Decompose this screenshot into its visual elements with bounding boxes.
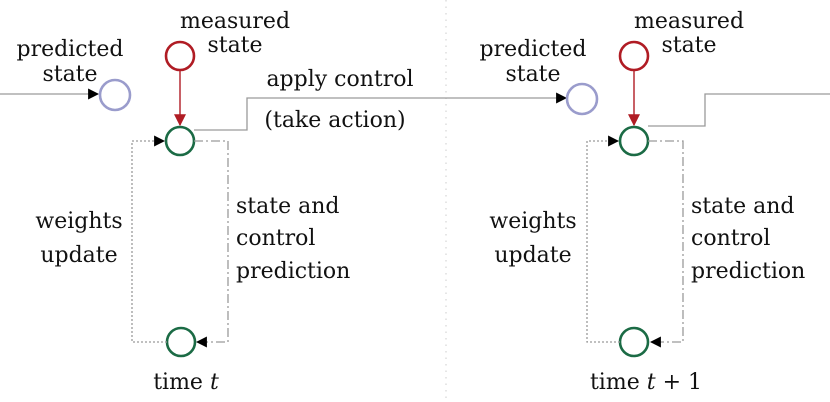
measured-state-label-2: state — [207, 33, 262, 58]
time-label: time t + 1 — [590, 370, 702, 395]
prediction-loop — [648, 140, 684, 348]
measured-state-label-1: measured — [180, 9, 290, 34]
prediction-label-3: prediction — [236, 259, 350, 284]
prediction-label-1: state and — [691, 194, 794, 219]
predicted-state-node — [98, 78, 132, 112]
weights-update-label-1: weights — [35, 209, 122, 234]
timestep-block-2: predicted state measured state weights u… — [479, 9, 830, 395]
predicted-state-node — [565, 82, 599, 116]
current-state-node — [164, 125, 196, 157]
measured-state-label-1: measured — [634, 9, 744, 34]
outgoing-control-line — [648, 93, 830, 127]
prediction-label-2: control — [691, 226, 770, 251]
measured-state-label-2: state — [661, 33, 716, 58]
weights-update-label-1: weights — [489, 209, 576, 234]
weights-update-loop — [586, 135, 620, 343]
weights-update-label-2: update — [40, 243, 117, 268]
prediction-loop — [194, 140, 229, 348]
prediction-label-3: prediction — [691, 259, 805, 284]
timestep-block-1: predicted state measured state weights u… — [0, 9, 568, 395]
measured-state-node — [164, 40, 196, 72]
weights-update-loop — [131, 135, 167, 343]
future-state-node — [165, 326, 197, 358]
predicted-state-label-2: state — [505, 62, 560, 87]
weights-update-label-2: update — [494, 243, 571, 268]
take-action-label: (take action) — [264, 108, 405, 133]
apply-control-line — [194, 92, 568, 131]
apply-control-label: apply control — [266, 67, 413, 92]
predicted-state-label-2: state — [42, 62, 97, 87]
measured-state-node — [618, 40, 650, 72]
future-state-node — [618, 326, 650, 358]
predicted-state-label-1: predicted — [479, 37, 586, 62]
predicted-state-label-1: predicted — [16, 37, 123, 62]
current-state-node — [618, 125, 650, 157]
time-label: time t — [153, 370, 219, 395]
prediction-label-1: state and — [236, 194, 339, 219]
prediction-label-2: control — [236, 226, 315, 251]
